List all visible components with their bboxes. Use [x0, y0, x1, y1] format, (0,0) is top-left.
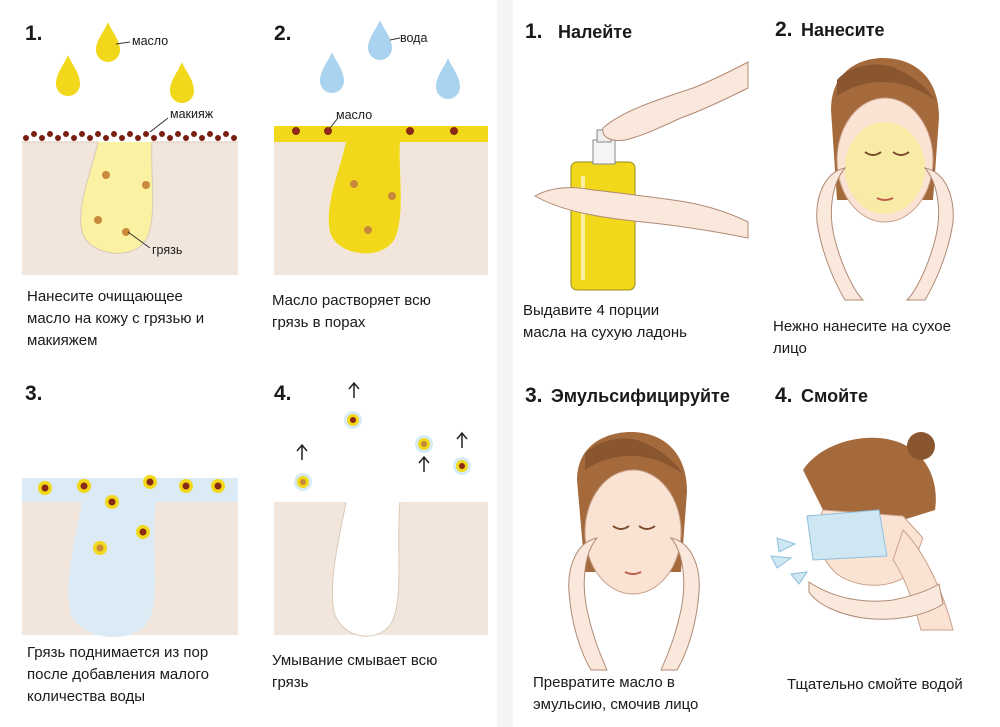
- dirt-particles: [38, 475, 225, 555]
- oil-drop-icon: [56, 22, 194, 103]
- up-arrow-icon: [296, 381, 468, 472]
- apply-face-illustration: [816, 58, 954, 301]
- emulsify-illustration: [568, 432, 700, 671]
- step-title: Нанесите: [801, 20, 885, 40]
- dirt-particles: [292, 127, 458, 135]
- dirt-rises-illustration: [22, 475, 238, 637]
- hand-illustration: [533, 61, 749, 239]
- rinse-face-illustration: [770, 432, 954, 631]
- oil-dissolves-illustration: [274, 20, 488, 275]
- right-step-4: 4. Смойте Тщательно смойте водой: [753, 360, 1000, 727]
- oil-on-skin-illustration: [22, 22, 238, 275]
- makeup-label: макияж: [170, 107, 214, 121]
- makeup-layer: [23, 131, 237, 141]
- step-title: Смойте: [801, 386, 868, 406]
- oil-label: масло: [132, 34, 169, 48]
- step-number: 2.: [775, 18, 793, 41]
- water-drop-icon: [320, 20, 460, 99]
- step-number: 1.: [25, 22, 43, 45]
- dirt-particles: [94, 171, 150, 236]
- hands-illustration: [568, 537, 700, 671]
- step-number: 2.: [274, 22, 292, 45]
- oil-label: масло: [336, 108, 373, 122]
- step-number: 4.: [274, 382, 292, 405]
- step-number: 1.: [525, 20, 543, 43]
- washed-dirt-particles: [294, 411, 471, 491]
- dirt-label: грязь: [152, 243, 183, 257]
- face-illustration: [831, 58, 939, 223]
- left-step-1: 1. масло макияж грязь Нанесите очищающе: [0, 0, 250, 360]
- face-illustration: [577, 432, 687, 595]
- hands-illustration: [808, 581, 944, 620]
- hands-illustration: [816, 167, 954, 301]
- rinse-clean-illustration: [274, 381, 488, 637]
- caption: Тщательно смойте водой: [787, 676, 963, 693]
- step-number: 3.: [25, 382, 43, 405]
- step-number: 3.: [525, 384, 543, 407]
- step-number: 4.: [775, 384, 793, 407]
- water-splash: [770, 509, 888, 585]
- pour-oil-illustration: [533, 61, 749, 291]
- column-divider: [497, 0, 513, 727]
- step-title: Эмульсифицируйте: [551, 386, 730, 406]
- water-label: вода: [400, 31, 428, 45]
- step-title: Налейте: [558, 22, 633, 42]
